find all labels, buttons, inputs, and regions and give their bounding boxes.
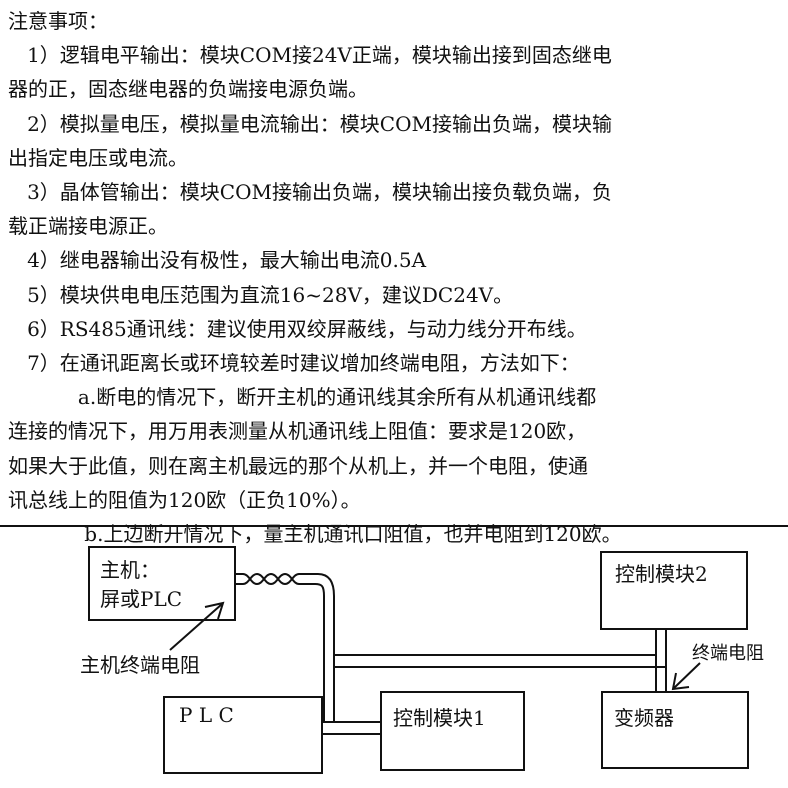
notes-line: a.断电的情况下，断开主机的通讯线其余所有从机通讯线都	[8, 385, 597, 410]
notes-line: 4）继电器输出没有极性，最大输出电流0.5A	[8, 248, 427, 273]
section-divider	[0, 525, 788, 527]
notes-line: 2）模拟量电压，模拟量电流输出：模块COM接输出负端，模块输	[8, 111, 612, 136]
notes-line: 出指定电压或电流。	[8, 145, 188, 170]
notes-line: 7）在通讯距离长或环境较差时建议增加终端电阻，方法如下：	[8, 351, 580, 376]
module2-label: 控制模块2	[615, 562, 708, 586]
notes-line: 如果大于此值，则在离主机最远的那个从机上，并一个电阻，使通	[8, 453, 588, 478]
notes-line: 3）晶体管输出：模块COM接输出负端，模块输出接负载负端，负	[8, 180, 612, 205]
notes-line: 讯总线上的阻值为120欧（正负10%）。	[8, 487, 361, 512]
notes-section: 注意事项： 1）逻辑电平输出：模块COM接24V正端，模块输出接到固态继电 器的…	[8, 4, 784, 551]
vfd-label: 变频器	[614, 706, 674, 730]
module1-box	[380, 691, 525, 771]
notes-line: 5）模块供电电压范围为直流16~28V，建议DC24V。	[8, 282, 514, 307]
notes-line: 载正端接电源正。	[8, 214, 168, 239]
host-term-label: 主机终端电阻	[80, 653, 200, 677]
twisted-pair	[235, 572, 335, 597]
plc-label: P L C	[179, 703, 234, 727]
module1-label: 控制模块1	[393, 706, 486, 730]
notes-line: 连接的情况下，用万用表测量从机通讯线上阻值：要求是120欧，	[8, 419, 587, 444]
notes-line: 器的正，固态继电器的负端接电源负端。	[8, 77, 368, 102]
notes-title: 注意事项：	[8, 9, 108, 33]
notes-line: 6）RS485通讯线：建议使用双绞屏蔽线，与动力线分开布线。	[8, 316, 587, 341]
term-arrow	[671, 662, 701, 691]
vfd-box	[601, 691, 749, 769]
host-label-line2: 屏或PLC	[100, 587, 182, 611]
rs485-bus	[322, 596, 667, 735]
host-label-line1: 主机：	[100, 558, 160, 582]
term-label: 终端电阻	[692, 643, 764, 664]
host-term-arrow	[169, 601, 225, 651]
module2-box	[600, 551, 748, 630]
notes-line: 1）逻辑电平输出：模块COM接24V正端，模块输出接到固态继电	[8, 43, 612, 68]
